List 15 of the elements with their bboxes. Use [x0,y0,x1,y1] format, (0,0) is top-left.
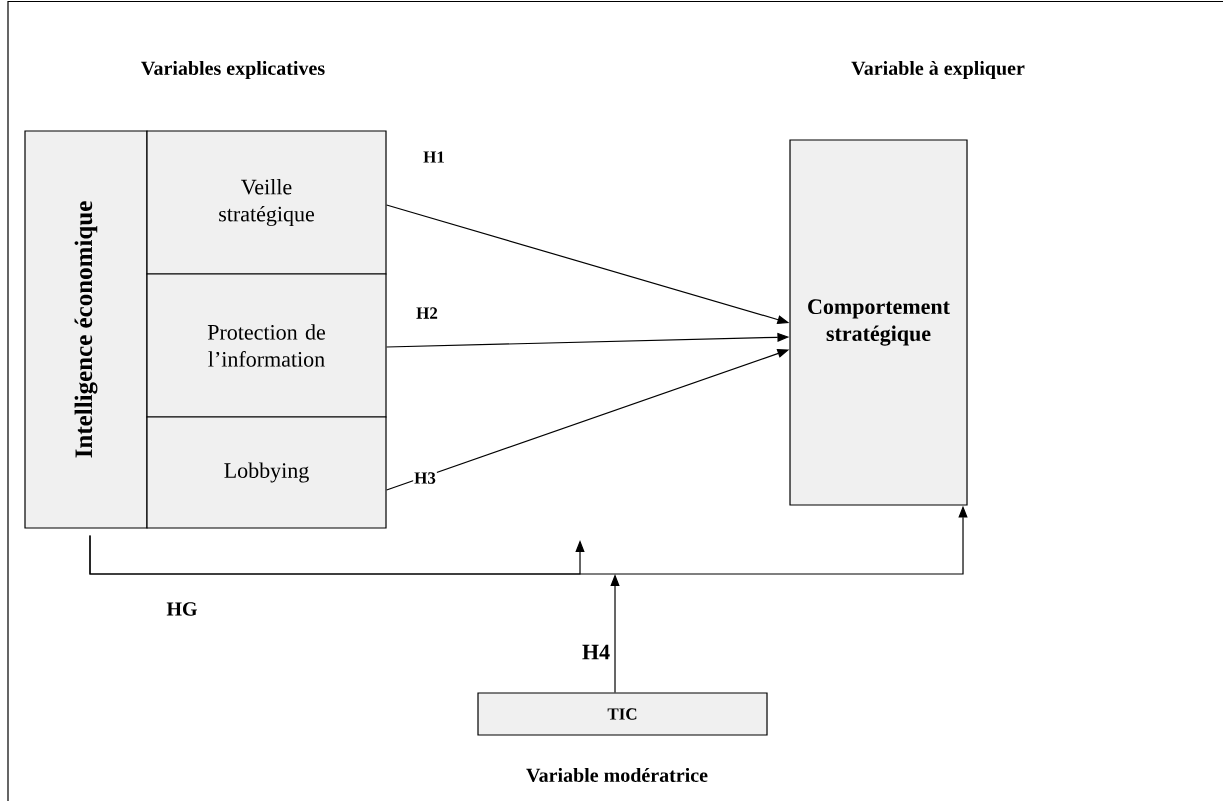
arrow [89,535,585,575]
edge-label: H3 [413,471,437,485]
box: Lobbying [146,416,387,529]
edge-label: HG [165,601,199,617]
box: TIC [477,692,768,736]
heading: Variable à expliquer [851,60,1025,80]
box: Comportement stratégique [789,139,968,506]
edge-label: H4 [580,643,612,661]
node-label: Variable modératrice [526,767,708,783]
edge-label: H2 [415,306,439,320]
box: Intelligence économique [24,130,148,529]
edge-label: H1 [422,150,446,164]
heading: Variables explicatives [141,60,325,80]
box: Veille stratégique [146,130,387,275]
box: Protection de l’information [146,273,387,418]
